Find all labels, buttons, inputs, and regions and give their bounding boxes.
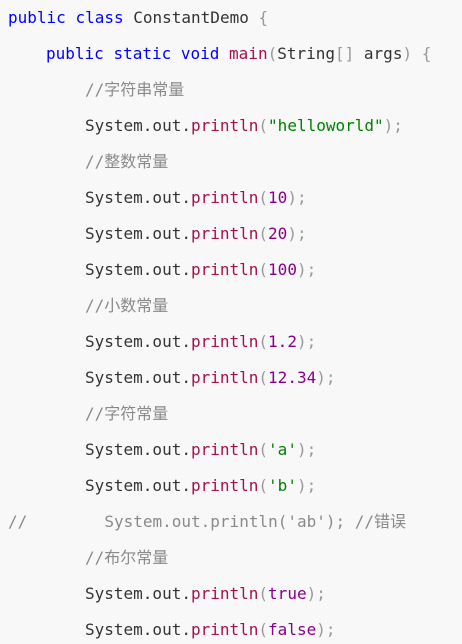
code-token: println [190, 260, 259, 279]
code-token: println [190, 440, 259, 459]
code-token [171, 44, 181, 63]
code-token: ); [316, 368, 336, 387]
code-line-17: System.out.println(true); [85, 583, 326, 605]
code-line-11: System.out.println(12.34); [85, 367, 335, 389]
code-token: 100 [268, 260, 297, 279]
code-token: ( [258, 116, 269, 135]
code-token: { [258, 8, 269, 27]
code-token: "helloworld" [268, 116, 384, 135]
code-token: String [277, 44, 336, 63]
code-line-9: //小数常量 [85, 295, 168, 317]
code-line-1: public class ConstantDemo { [8, 7, 268, 29]
code-token: ); [287, 188, 307, 207]
code-token: ( [258, 260, 269, 279]
code-token: println [190, 476, 259, 495]
code-token: ( [258, 188, 269, 207]
code-token: ); [287, 224, 307, 243]
code-token: ( [258, 476, 269, 495]
code-token: 10 [268, 188, 288, 207]
code-line-10: System.out.println(1.2); [85, 331, 316, 353]
code-token: System.out. [85, 224, 191, 243]
code-token: false [268, 620, 317, 639]
code-line-18: System.out.println(false); [85, 619, 335, 641]
code-token: ( [258, 584, 269, 603]
code-token: System.out. [85, 440, 191, 459]
code-token: //小数常量 [85, 296, 169, 315]
code-line-2: public static void main(String[] args) { [46, 43, 431, 65]
code-token: ); [296, 440, 317, 459]
code-line-8: System.out.println(100); [85, 259, 316, 281]
code-token: // System.out.println('ab'); //错误 [8, 512, 407, 531]
code-token: System.out. [85, 188, 191, 207]
code-token: main [229, 44, 268, 63]
code-token: System.out. [85, 116, 191, 135]
code-token: //布尔常量 [85, 548, 169, 567]
code-line-15: // System.out.println('ab'); //错误 [8, 511, 406, 533]
code-token: public [8, 8, 66, 27]
code-line-4: System.out.println("helloworld"); [85, 115, 403, 137]
code-line-3: //字符串常量 [85, 79, 184, 101]
code-token: ( [267, 44, 278, 63]
code-token: ( [258, 224, 269, 243]
code-token [104, 44, 114, 63]
code-token: ( [258, 332, 269, 351]
code-token: //字符串常量 [85, 80, 185, 99]
code-token: 'b' [268, 476, 297, 495]
code-token: 20 [268, 224, 288, 243]
code-token: System.out. [85, 620, 191, 639]
code-token [219, 44, 229, 63]
code-token: ); [316, 620, 336, 639]
code-token: [] [335, 44, 355, 63]
code-token: public [46, 44, 104, 63]
code-token: ); [296, 476, 317, 495]
code-token: System.out. [85, 584, 191, 603]
code-line-14: System.out.println('b'); [85, 475, 316, 497]
code-token: System.out. [85, 476, 191, 495]
code-token: println [190, 584, 259, 603]
code-token: ( [258, 440, 269, 459]
code-token: class [75, 8, 124, 27]
code-line-7: System.out.println(20); [85, 223, 307, 245]
code-token: println [190, 332, 259, 351]
code-token: ( [258, 620, 269, 639]
code-token: void [180, 44, 220, 63]
code-token: //整数常量 [85, 152, 169, 171]
code-token: println [190, 224, 259, 243]
code-token: ); [306, 584, 326, 603]
code-token: ); [296, 260, 317, 279]
code-token: { [421, 44, 432, 63]
code-token: ) [402, 44, 413, 63]
code-token: ( [258, 368, 269, 387]
code-token [66, 8, 76, 27]
code-token: ); [383, 116, 403, 135]
code-line-6: System.out.println(10); [85, 187, 307, 209]
code-token: true [268, 584, 307, 603]
code-token: static [113, 44, 172, 63]
code-token: println [190, 188, 259, 207]
code-token: 1.2 [268, 332, 297, 351]
code-token: println [190, 368, 259, 387]
code-token: 'a' [268, 440, 297, 459]
code-token: ); [296, 332, 317, 351]
code-token: 12.34 [268, 368, 317, 387]
code-token: System.out. [85, 332, 191, 351]
code-token: println [190, 116, 259, 135]
code-line-12: //字符常量 [85, 403, 168, 425]
code-token: System.out. [85, 368, 191, 387]
code-token: System.out. [85, 260, 191, 279]
code-token: println [190, 620, 259, 639]
code-token: ConstantDemo [123, 8, 259, 27]
code-token [412, 44, 422, 63]
code-line-16: //布尔常量 [85, 547, 168, 569]
code-token: //字符常量 [85, 404, 169, 423]
code-token: args [354, 44, 403, 63]
code-line-13: System.out.println('a'); [85, 439, 316, 461]
code-line-5: //整数常量 [85, 151, 168, 173]
